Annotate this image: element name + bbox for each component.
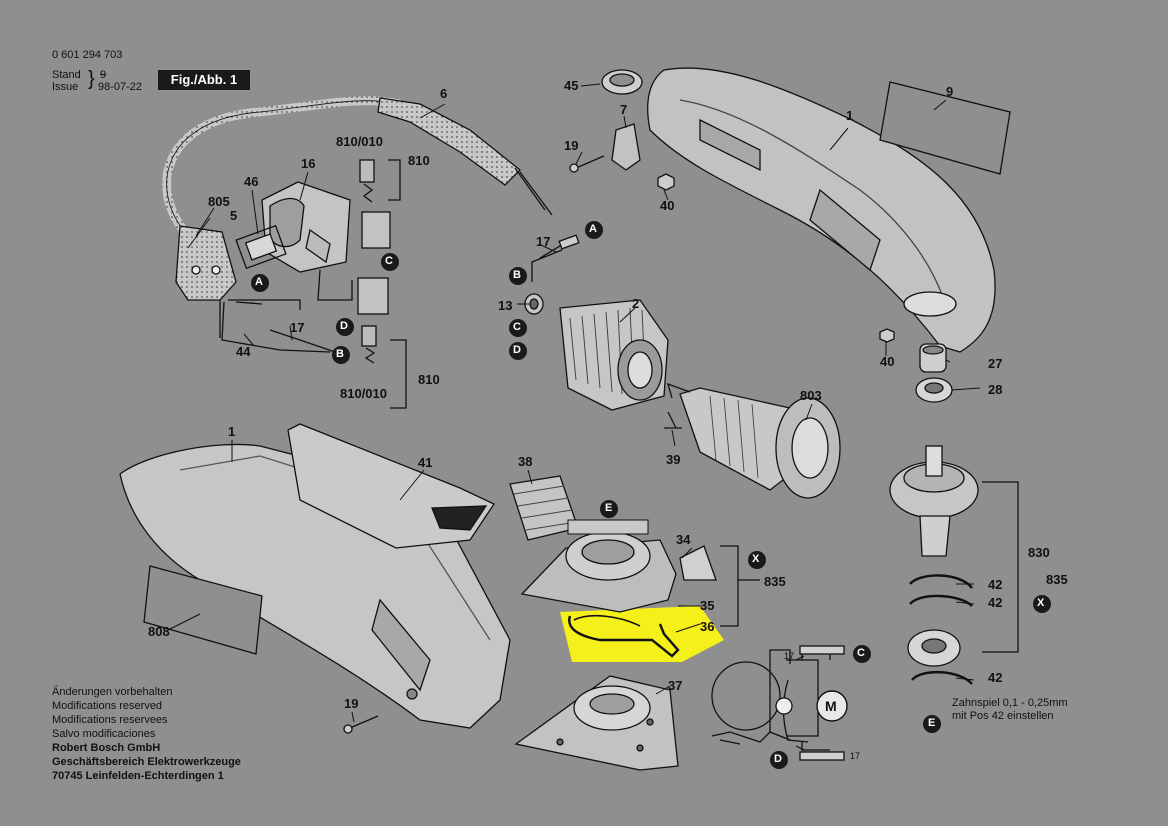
connector-a-right: A: [589, 223, 597, 235]
footer-line-de: Änderungen vorbehalten: [52, 686, 173, 698]
part-label-13: 13: [498, 298, 513, 313]
part-label-835-left: 835: [764, 574, 786, 589]
connector-d-left: D: [340, 320, 348, 332]
part-label-7: 7: [620, 102, 628, 117]
part-label-810-010-upper: 810/010: [336, 134, 383, 149]
connector-x-left: X: [752, 553, 760, 565]
part-label-44: 44: [236, 344, 251, 359]
part-label-5: 5: [230, 208, 238, 223]
stand-old-value: 9: [100, 69, 107, 81]
connector-c-right: C: [513, 321, 521, 333]
screw-39: [664, 411, 682, 429]
nut-40-lower: [879, 328, 895, 343]
screw-19-top: [575, 155, 605, 169]
part-label-830: 830: [1028, 545, 1050, 560]
clip-7: [611, 123, 641, 171]
lower-wire-harness: [317, 269, 353, 301]
part-label-19-top: 19: [564, 138, 579, 153]
connector-d-schematic: D: [774, 753, 782, 765]
footer-line-en: Modifications reserved: [52, 700, 163, 712]
part-label-2: 2: [632, 296, 640, 311]
part-label-808: 808: [148, 624, 170, 639]
part-label-42-b: 42: [988, 595, 1003, 610]
part-label-38: 38: [518, 454, 533, 469]
connector-x-right: X: [1037, 597, 1045, 609]
part-label-810-lower: 810: [418, 372, 440, 387]
connector-c-left: C: [385, 255, 393, 267]
mains-plug: [175, 225, 237, 301]
part-label-17-left: 17: [290, 320, 305, 335]
gear-backlash-note-line2: mit Pos 42 einstellen: [952, 710, 1054, 722]
connector-b-right: B: [513, 269, 521, 281]
part-label-37: 37: [668, 678, 683, 693]
label-plate-808: [143, 565, 263, 655]
part-label-40-upper: 40: [660, 198, 675, 213]
document-number: 0 601 294 703: [52, 49, 123, 61]
part-label-17-right: 17: [536, 234, 551, 249]
part-label-45: 45: [564, 78, 579, 93]
circlip-42-b: [909, 594, 973, 607]
wire-label-17-top: 17: [784, 651, 795, 661]
screw-19-bottom: [349, 715, 379, 729]
dust-guard-34: [679, 545, 717, 581]
part-label-27: 27: [988, 356, 1003, 371]
issue-label: Issue: [52, 81, 79, 93]
connector-b-left: B: [336, 348, 344, 360]
label-plate-9: [879, 81, 1011, 175]
circlip-42-c: [911, 670, 973, 685]
header-brace: }: [88, 68, 95, 90]
circlip-42-a: [909, 574, 973, 589]
part-label-6: 6: [440, 86, 448, 101]
part-label-810-010-lower: 810/010: [340, 386, 387, 401]
brush-holder-lower: [357, 277, 389, 315]
part-label-19-bottom: 19: [344, 696, 359, 711]
spindle: [919, 515, 951, 557]
company-division: Geschäftsbereich Elektrowerkzeuge: [52, 756, 241, 768]
part-label-805: 805: [208, 194, 230, 209]
part-label-35: 35: [700, 598, 715, 613]
connector-a-left: A: [255, 276, 263, 288]
stand-label: Stand: [52, 69, 81, 81]
part-label-9: 9: [946, 84, 954, 99]
part-label-803: 803: [800, 388, 822, 403]
part-label-1-upper: 1: [846, 108, 854, 123]
footer-line-fr: Modifications reservees: [52, 714, 168, 726]
part-label-40-lower: 40: [880, 354, 895, 369]
part-label-28: 28: [988, 382, 1003, 397]
switch-gasket-46: [235, 224, 287, 270]
figure-label: Fig./Abb. 1: [158, 70, 250, 90]
part-label-39: 39: [666, 452, 681, 467]
part-label-16: 16: [301, 156, 316, 171]
motor-symbol: M: [825, 698, 837, 714]
part-label-36: 36: [700, 619, 715, 634]
part-label-42-c: 42: [988, 670, 1003, 685]
brush-holder-upper: [361, 211, 391, 249]
schematic-field-coil: [711, 661, 781, 731]
issue-date: 98-07-22: [98, 81, 143, 93]
connector-e-plate: E: [605, 502, 613, 514]
cord-strain-relief: [377, 97, 521, 186]
connector-e-bearing: E: [928, 717, 936, 729]
connector-c-schematic: C: [857, 647, 865, 659]
highlight-part-36: [560, 606, 724, 662]
part-label-835-right: 835: [1046, 572, 1068, 587]
part-label-810-upper: 810: [408, 153, 430, 168]
part-label-41: 41: [418, 455, 433, 470]
spring-clip-36: [568, 615, 680, 658]
part-label-34: 34: [676, 532, 691, 547]
company-address: 70745 Leinfelden-Echterdingen 1: [52, 770, 224, 782]
part-label-42-a: 42: [988, 577, 1003, 592]
footer-line-es: Salvo modificaciones: [52, 728, 156, 740]
part-label-46: 46: [244, 174, 259, 189]
connecting-wire-44: [219, 300, 336, 353]
connector-d-right: D: [513, 344, 521, 356]
part-label-1-lower: 1: [228, 424, 236, 439]
gear-backlash-note-line1: Zahnspiel 0,1 - 0,25mm: [952, 697, 1068, 709]
company-name: Robert Bosch GmbH: [52, 742, 161, 754]
wire-label-17-bottom: 17: [850, 751, 861, 761]
nut-40-upper: [657, 173, 675, 191]
